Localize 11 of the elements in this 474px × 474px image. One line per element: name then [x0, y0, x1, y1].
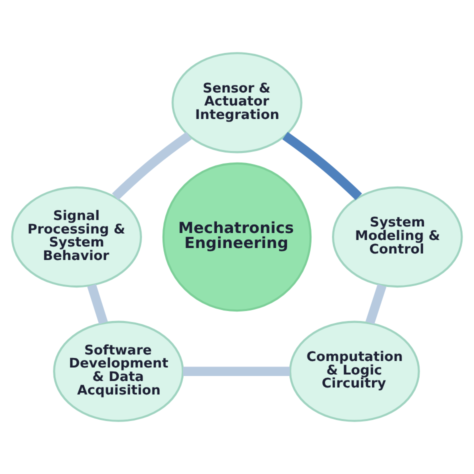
node-circle: Mechatronics Engineering — [162, 162, 312, 312]
node-ellipse: Software Development & Data Acquisition — [53, 320, 184, 422]
connector — [87, 284, 108, 324]
node-ellipse: Sensor & Actuator Integration — [172, 52, 302, 154]
connector — [112, 132, 192, 200]
connector — [282, 132, 362, 200]
node-ellipse: System Modeling & Control — [332, 186, 463, 288]
connector — [183, 366, 290, 376]
node-ellipse: Signal Processing & System Behavior — [11, 186, 142, 288]
node-ellipse: Computation & Logic Circuitry — [289, 320, 420, 422]
connector — [366, 284, 386, 324]
